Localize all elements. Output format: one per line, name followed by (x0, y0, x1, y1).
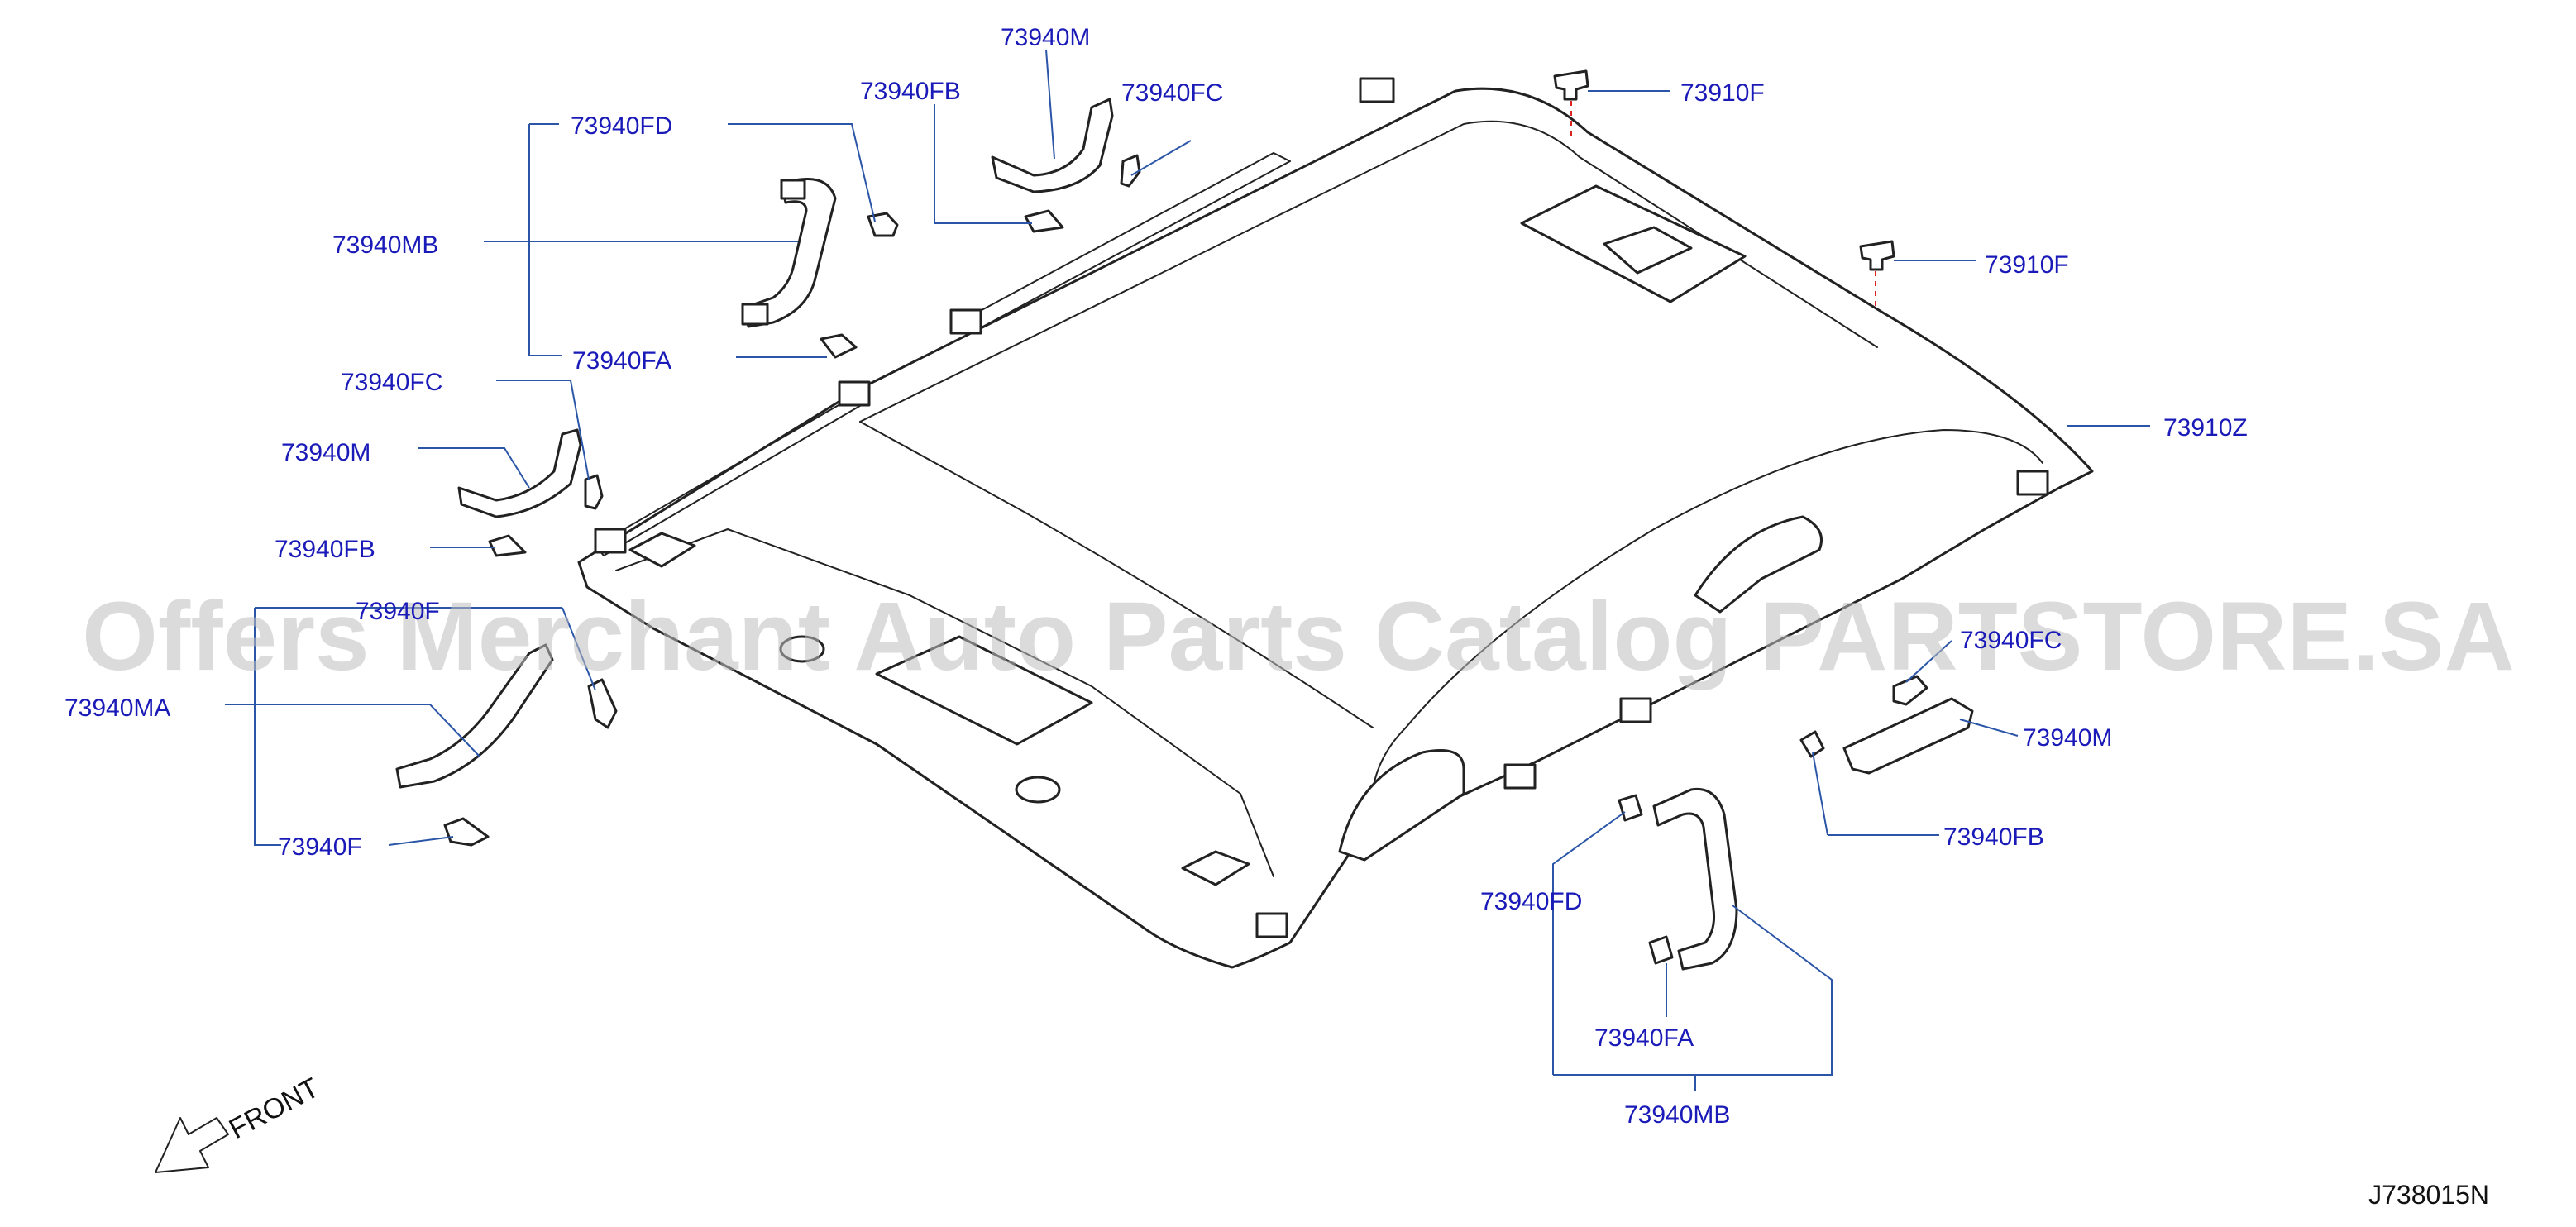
bracket-73940fa-upper (820, 333, 858, 359)
grab-handle-73940ma (395, 643, 554, 789)
bracket-73940f-lower (443, 817, 490, 847)
grab-handle-73940mb-upper (741, 177, 837, 328)
bracket-73940fc-left (584, 474, 604, 510)
label-73940m-left: 73940M (281, 439, 370, 466)
label-73940ma: 73940MA (65, 695, 170, 722)
grab-handle-73940mb-lower (1652, 787, 1738, 971)
label-73910f-upper: 73910F (1680, 79, 1765, 107)
label-73940mb-upper: 73940MB (332, 232, 438, 259)
headliner-panel (577, 77, 2094, 969)
label-73940fa-lower: 73940FA (1594, 1024, 1694, 1052)
grab-handle-73940m-right (1842, 697, 1974, 775)
bracket-73940fc-top (1120, 154, 1141, 188)
label-73910z: 73910Z (2163, 414, 2248, 442)
bracket-73940fc-right (1892, 675, 1928, 706)
front-arrow-icon (155, 1117, 229, 1173)
label-73940fb-left: 73940FB (275, 536, 375, 563)
leader-lines (225, 49, 2150, 1091)
bracket-73940fd-lower (1618, 794, 1643, 822)
label-73940fd-upper: 73940FD (571, 112, 672, 140)
label-73940fa-upper: 73940FA (572, 347, 671, 375)
clip-73910f-upper (1553, 69, 1589, 101)
label-73940fb-right: 73940FB (1943, 824, 2044, 851)
part-labels: 73940M 73940FB 73940FC 73940FD 73940MB 7… (65, 24, 2248, 1129)
label-73940m-right: 73940M (2023, 724, 2112, 752)
label-73940fc-left: 73940FC (341, 369, 442, 396)
label-73940fc-top: 73940FC (1121, 79, 1223, 107)
label-73940mb-lower: 73940MB (1624, 1101, 1730, 1129)
grab-handle-73940m-left (457, 428, 582, 518)
clip-73910f-right (1859, 240, 1895, 271)
label-73940m-top: 73940M (1001, 24, 1090, 51)
bracket-73940f-upper (587, 678, 618, 729)
label-73940fb-top: 73940FB (860, 78, 961, 105)
bracket-73940fd-upper (867, 212, 899, 237)
label-73940fd-lower: 73940FD (1480, 888, 1582, 915)
watermark-text: Offers Merchant Auto Parts Catalog PARTS… (82, 582, 2515, 691)
front-direction-indicator: FRONT (155, 1072, 324, 1173)
label-73940fc-right: 73940FC (1960, 627, 2062, 654)
bracket-73940fa-lower (1648, 935, 1674, 965)
label-73910f-right: 73910F (1985, 251, 2069, 279)
front-label: FRONT (224, 1072, 324, 1146)
label-73940f-lower: 73940F (278, 833, 362, 861)
bracket-73940fb-right (1799, 730, 1825, 758)
bracket-73940fb-left (488, 534, 527, 557)
diagram-code: J738015N (2368, 1180, 2489, 1210)
bracket-73940fb-top (1024, 209, 1064, 233)
grab-handle-73940m-top (991, 98, 1114, 193)
label-73940f-upper: 73940F (356, 598, 440, 625)
